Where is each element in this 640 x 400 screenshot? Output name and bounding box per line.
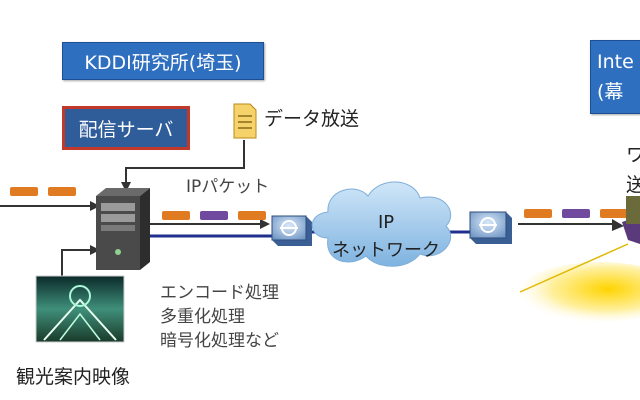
right-cut-text-1: ワ (626, 144, 640, 166)
packets-left (10, 187, 76, 196)
delivery-server-label: 配信サーバ (62, 106, 190, 150)
interop-line2: (幕 (597, 81, 624, 103)
bridge-photo-icon (35, 275, 125, 343)
kddi-lab-label: KDDI研究所(埼玉) (62, 42, 264, 80)
delivery-server-text: 配信サーバ (78, 118, 174, 141)
connection-lines (0, 140, 624, 278)
ip-packet-label: IPパケット (186, 177, 270, 197)
packets-right (524, 209, 628, 218)
receiver-device (519, 196, 640, 322)
packets-middle (162, 211, 266, 220)
data-broadcast-label: データ放送 (264, 108, 360, 130)
processing-item: 多重化処理 (160, 307, 245, 327)
document-icon (233, 103, 257, 139)
processing-item: エンコード処理 (160, 283, 279, 303)
processing-item: 暗号化処理など (160, 331, 279, 351)
interop-label: Inte (幕 (590, 40, 640, 114)
right-cut-text-2: 送 (626, 174, 640, 196)
tour-video-label: 観光案内映像 (16, 366, 131, 388)
router-icon (271, 215, 312, 246)
router-icon (469, 211, 512, 244)
ip-network-label-line1: IP (378, 212, 395, 233)
kddi-lab-text: KDDI研究所(埼玉) (84, 51, 242, 74)
cloud-icon (311, 181, 452, 267)
interop-line1: Inte (597, 51, 634, 73)
server-tower-icon (96, 188, 150, 270)
ip-network-label-line2: ネットワーク (332, 240, 440, 261)
